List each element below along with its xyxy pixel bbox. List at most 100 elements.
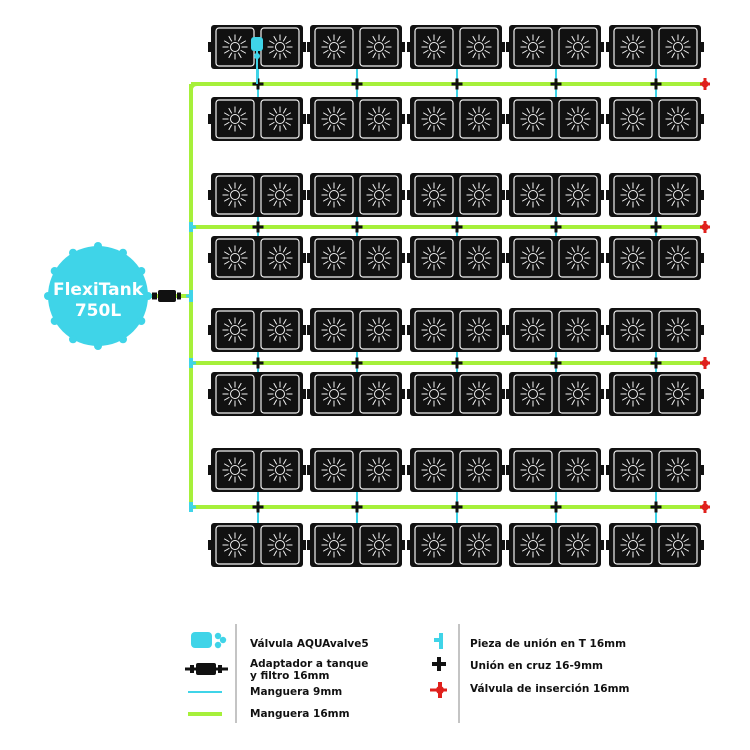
pot-spoke bbox=[372, 533, 377, 540]
pot-spoke bbox=[671, 550, 676, 557]
pot-spoke bbox=[237, 335, 242, 342]
pot-spoke bbox=[571, 335, 576, 342]
pot-spoke bbox=[680, 35, 685, 42]
pot bbox=[414, 450, 454, 490]
tray-tab bbox=[407, 190, 410, 200]
pot-spoke bbox=[526, 107, 531, 114]
pot-spoke bbox=[521, 49, 528, 54]
pot-spoke bbox=[635, 263, 640, 270]
tray-tab bbox=[208, 253, 211, 263]
aquavalve5-nozzle bbox=[254, 53, 260, 59]
pot-spoke bbox=[367, 251, 374, 256]
pot-spoke bbox=[484, 49, 491, 54]
pot-spoke bbox=[240, 188, 247, 193]
pot-spoke bbox=[535, 533, 540, 540]
pot-spoke bbox=[683, 121, 690, 126]
pot-spoke bbox=[571, 533, 576, 540]
pot-spoke bbox=[621, 463, 628, 468]
tray bbox=[407, 372, 505, 416]
pot bbox=[260, 175, 300, 215]
pot-outline bbox=[314, 525, 354, 565]
cross-connector-icon bbox=[432, 657, 446, 671]
pot-drain-center bbox=[329, 465, 339, 475]
pot-spoke bbox=[339, 538, 346, 543]
pot-spoke bbox=[228, 458, 233, 465]
pot-spoke bbox=[367, 547, 374, 552]
pot-outline bbox=[658, 175, 698, 215]
pot-spoke bbox=[683, 538, 690, 543]
pot-spoke bbox=[372, 263, 377, 270]
pot-spoke bbox=[427, 550, 432, 557]
pot bbox=[513, 310, 553, 350]
pot-spoke bbox=[268, 40, 275, 45]
pot-outline bbox=[513, 310, 553, 350]
pot-spoke bbox=[666, 112, 673, 117]
pot-outline bbox=[359, 175, 399, 215]
pot-spoke bbox=[666, 332, 673, 337]
pot-spoke bbox=[427, 124, 432, 131]
pot-spoke bbox=[439, 188, 446, 193]
pot-spoke bbox=[336, 52, 341, 59]
pot-spoke bbox=[367, 332, 374, 337]
pot-spoke bbox=[285, 112, 292, 117]
legend-label-aquavalve5: Válvula AQUAvalve5 bbox=[250, 638, 369, 650]
pot-outline bbox=[459, 374, 499, 414]
pot-spoke bbox=[436, 107, 441, 114]
pot-spoke bbox=[484, 332, 491, 337]
pot-spoke bbox=[273, 550, 278, 557]
cross-connector-bar-h bbox=[650, 361, 662, 365]
tray-tab bbox=[701, 253, 704, 263]
pot-spoke bbox=[566, 40, 573, 45]
tray-tab bbox=[402, 114, 405, 124]
pot-spoke bbox=[282, 183, 287, 190]
pot-spoke bbox=[680, 335, 685, 342]
tray-tab bbox=[307, 465, 310, 475]
pot-spoke bbox=[666, 463, 673, 468]
pot-spoke bbox=[422, 547, 429, 552]
pot bbox=[260, 238, 300, 278]
pot-drain-center bbox=[628, 465, 638, 475]
pot-spoke bbox=[621, 112, 628, 117]
insertion-valve bbox=[700, 501, 710, 513]
pot-spoke bbox=[436, 263, 441, 270]
pot bbox=[359, 99, 399, 139]
pot-spoke bbox=[481, 183, 486, 190]
pot-spoke bbox=[521, 472, 528, 477]
pot-spoke bbox=[381, 246, 386, 253]
pot-outline bbox=[260, 450, 300, 490]
pot-spoke bbox=[336, 183, 341, 190]
pot-spoke bbox=[439, 547, 446, 552]
pot-spoke bbox=[372, 200, 377, 207]
pot-spoke bbox=[422, 40, 429, 45]
legend-label-hose-9mm: Manguera 9mm bbox=[250, 686, 342, 698]
pot-spoke bbox=[285, 387, 292, 392]
pot-spoke bbox=[223, 49, 230, 54]
pot-spoke bbox=[680, 183, 685, 190]
pot-spoke bbox=[422, 463, 429, 468]
pot-spoke bbox=[381, 550, 386, 557]
pot-spoke bbox=[237, 183, 242, 190]
pot-spoke bbox=[638, 197, 645, 202]
tray bbox=[606, 25, 704, 69]
pot-spoke bbox=[237, 318, 242, 325]
pot-drain-center bbox=[230, 389, 240, 399]
tank-rim-nub bbox=[144, 292, 152, 300]
pot-spoke bbox=[626, 200, 631, 207]
pot-outline bbox=[513, 238, 553, 278]
pot-outline bbox=[513, 175, 553, 215]
pot-spoke bbox=[240, 323, 247, 328]
pot-spoke bbox=[666, 49, 673, 54]
tray-layer bbox=[208, 25, 704, 567]
pot-drain-center bbox=[230, 114, 240, 124]
pot-spoke bbox=[666, 197, 673, 202]
insertion-valve-handle bbox=[703, 501, 707, 513]
pot-spoke bbox=[327, 107, 332, 114]
cross-connector bbox=[550, 501, 562, 513]
pot bbox=[459, 525, 499, 565]
pot-spoke bbox=[427, 183, 432, 190]
pot-drain-center bbox=[573, 190, 583, 200]
pot-spoke bbox=[671, 458, 676, 465]
tray-tab bbox=[601, 114, 604, 124]
tray-tab bbox=[502, 389, 505, 399]
tray-tab bbox=[303, 325, 306, 335]
